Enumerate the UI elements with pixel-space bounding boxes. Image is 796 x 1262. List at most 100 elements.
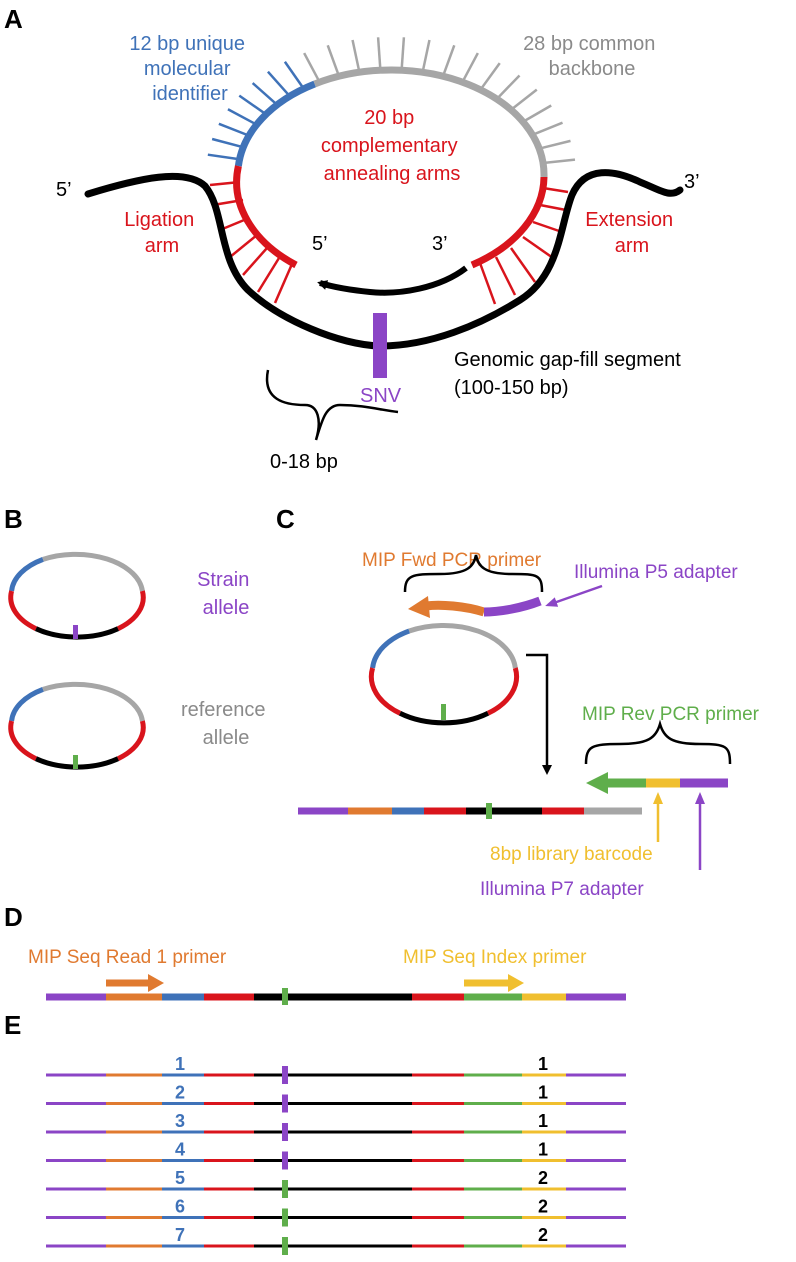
read-barcode-number: 2 bbox=[538, 1197, 548, 1217]
annealing-arms-label: 20 bp complementary annealing arms bbox=[321, 107, 463, 185]
extension-bond bbox=[522, 235, 554, 260]
ligation-bond bbox=[219, 216, 250, 232]
backbone-tick bbox=[461, 52, 479, 82]
panel-c-mip-circle bbox=[368, 622, 520, 726]
extension-bond bbox=[494, 256, 517, 296]
reference-allele-label: reference allele bbox=[181, 699, 271, 749]
backbone-tick bbox=[496, 74, 521, 100]
read-barcode-number: 2 bbox=[538, 1225, 548, 1245]
umi-tick bbox=[211, 137, 244, 149]
p7-adapter-label: Illumina P7 adapter bbox=[480, 879, 644, 900]
pcr-product-allele-base bbox=[486, 803, 492, 819]
ligation-bond bbox=[256, 257, 281, 293]
panel-c-letter: C bbox=[276, 504, 295, 534]
backbone-tick bbox=[400, 37, 406, 70]
backbone-tick bbox=[522, 104, 552, 123]
mip-5prime-label: 5’ bbox=[312, 233, 328, 255]
read-allele-base bbox=[282, 1094, 288, 1113]
panel-b-letter: B bbox=[4, 504, 23, 534]
umi-tick bbox=[251, 82, 278, 106]
umi-tick bbox=[283, 61, 305, 89]
extension-bond bbox=[478, 262, 497, 305]
ligation-bond bbox=[242, 247, 268, 276]
read-umi-number: 2 bbox=[175, 1083, 185, 1103]
backbone-tick bbox=[303, 52, 321, 82]
read-allele-base bbox=[282, 1237, 288, 1255]
index-primer-arrowhead bbox=[508, 974, 524, 992]
strain-allele-label: Strain allele bbox=[197, 569, 255, 619]
mip-3prime-label: 3’ bbox=[432, 233, 448, 255]
genomic-3prime-label: 3’ bbox=[684, 171, 700, 193]
read-allele-base bbox=[282, 1180, 288, 1198]
read-allele-base bbox=[282, 1151, 288, 1170]
extension-bond bbox=[542, 186, 569, 194]
backbone-tick bbox=[532, 121, 563, 136]
umi-tick bbox=[207, 153, 240, 161]
read1-primer-arrowhead bbox=[148, 974, 164, 992]
extension-bond bbox=[509, 247, 537, 283]
read-umi-number: 3 bbox=[175, 1111, 185, 1131]
panel-a: A 12 bp unique molecular identifier 28 b… bbox=[4, 4, 700, 473]
strain-allele-mip bbox=[8, 551, 146, 640]
read-umi-number: 6 bbox=[175, 1197, 185, 1217]
ligation-bond bbox=[273, 263, 294, 304]
panel-a-letter: A bbox=[4, 4, 23, 34]
backbone-tick bbox=[543, 158, 576, 165]
reference-allele-base bbox=[73, 755, 78, 769]
extension-arm-bonds bbox=[478, 186, 569, 305]
panel-c: C MIP Fwd PCR primer Illumina P5 adapter… bbox=[276, 504, 760, 900]
p5-adapter-label: Illumina P5 adapter bbox=[574, 562, 738, 583]
backbone-arc bbox=[313, 66, 548, 178]
extension-arm-arc bbox=[470, 176, 548, 269]
umi-arc bbox=[234, 80, 316, 167]
umi-tick bbox=[227, 108, 257, 126]
p5-adapter-segment bbox=[483, 596, 542, 617]
rev-primer-brace bbox=[584, 719, 732, 765]
snv-label: SNV bbox=[360, 385, 402, 407]
backbone-tick bbox=[376, 37, 382, 70]
umi-base-ticks bbox=[207, 61, 305, 161]
read-barcode-number: 1 bbox=[538, 1054, 548, 1074]
fwd-primer-arrow bbox=[425, 600, 486, 617]
genomic-5prime-label: 5’ bbox=[56, 179, 72, 201]
extension-arm-label: Extension arm bbox=[585, 209, 678, 257]
read-umi-number: 5 bbox=[175, 1168, 185, 1188]
fwd-primer-label: MIP Fwd PCR primer bbox=[362, 550, 542, 571]
gap-fill-extension-arrow bbox=[317, 265, 468, 296]
sequencing-library-allele-base bbox=[282, 988, 288, 1005]
backbone-tick bbox=[442, 44, 456, 76]
read-umi-number: 1 bbox=[175, 1054, 185, 1074]
ligation-arm-arc bbox=[233, 165, 298, 269]
panel-c-reference-base bbox=[441, 704, 446, 720]
ligation-arm-label: Ligation arm bbox=[124, 209, 200, 257]
backbone-tick bbox=[510, 88, 538, 111]
backbone-tick bbox=[539, 139, 571, 150]
backbone-label: 28 bp common backbone bbox=[523, 33, 661, 80]
backbone-tick bbox=[479, 62, 501, 90]
rev-primer-arrowhead bbox=[586, 772, 608, 794]
read-allele-base bbox=[282, 1066, 288, 1084]
panel-b: B Strain allele reference allele bbox=[4, 504, 271, 770]
panel-e-letter: E bbox=[4, 1010, 21, 1040]
backbone-tick bbox=[326, 44, 340, 76]
barcode-label: 8bp library barcode bbox=[490, 844, 653, 865]
backbone-base-ticks bbox=[303, 37, 576, 165]
read-umi-number: 4 bbox=[175, 1140, 185, 1160]
strain-allele-snv bbox=[73, 625, 78, 639]
read-barcode-number: 1 bbox=[538, 1140, 548, 1160]
ligation-bond bbox=[209, 180, 241, 187]
read1-primer-label: MIP Seq Read 1 primer bbox=[28, 947, 227, 968]
fwd-primer-arrowhead bbox=[408, 596, 430, 618]
fwd-primer-brace bbox=[403, 554, 544, 593]
read-allele-base bbox=[282, 1208, 288, 1227]
rev-primer-label: MIP Rev PCR primer bbox=[582, 704, 760, 725]
